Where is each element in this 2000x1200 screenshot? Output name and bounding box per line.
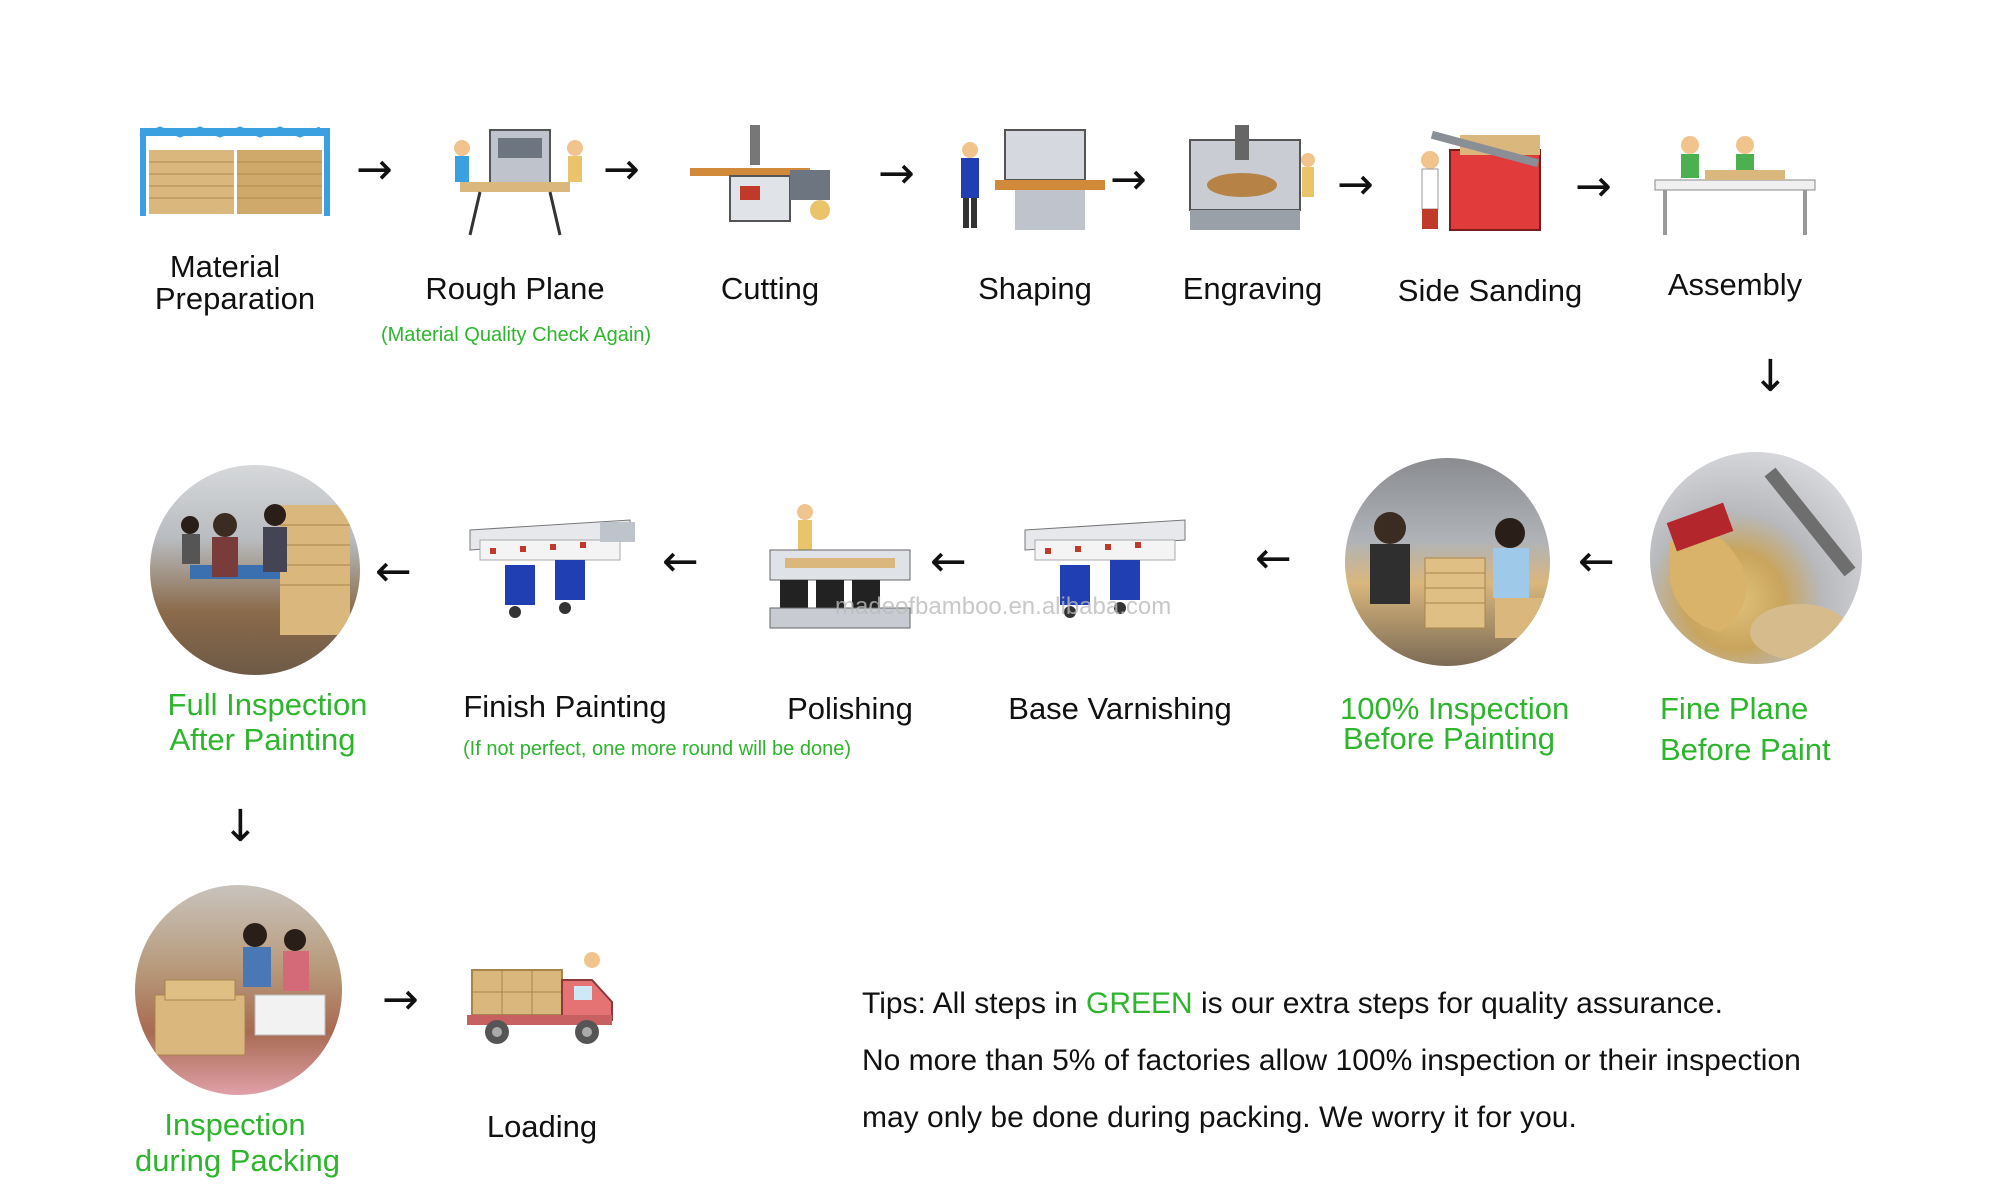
shaping-machine-illustration: [961, 129, 1105, 230]
loading-label: Loading: [486, 1109, 598, 1144]
planer-machine-illustration: [454, 129, 583, 236]
rough-plane-label: Rough Plane: [425, 271, 605, 306]
left-arrow-icon: ←: [662, 536, 699, 587]
polishing-machine-illustration: [769, 504, 911, 629]
inspection-before-label-line1: 100% Inspection: [1340, 691, 1570, 726]
side-sanding-label: Side Sanding: [1397, 273, 1583, 308]
fine-plane-photo: [1650, 452, 1862, 664]
sanding-machine-illustration: [1421, 130, 1541, 231]
full-inspection-photo: [150, 465, 360, 675]
watermark: madeofbamboo.en.alibaba.com: [835, 593, 1172, 620]
right-arrow-icon: →: [878, 148, 915, 199]
base-varnishing-label: Base Varnishing: [1008, 691, 1232, 726]
inspection-workers-icon: [181, 504, 350, 635]
finish-painting-note: (If not perfect, one more round will be …: [463, 738, 851, 760]
fine-plane-label-line1: Fine Plane: [1660, 691, 1809, 726]
saw-machine-illustration: [690, 125, 830, 222]
inspection-packing-label-line2: during Packing: [134, 1143, 341, 1178]
down-arrow-icon: ↓: [1752, 351, 1789, 402]
assembly-table-illustration: [1654, 136, 1816, 235]
right-arrow-icon: →: [382, 974, 419, 1025]
material-label-line1: Material: [169, 249, 281, 284]
left-arrow-icon: ←: [1578, 536, 1615, 587]
finish-painting-label: Finish Painting: [463, 689, 667, 724]
tips-line1: Tips: All steps in GREEN is our extra st…: [862, 975, 1801, 1032]
varnish-line-illustration: [1024, 519, 1186, 618]
tips-part2: is our extra steps for quality assurance…: [1192, 987, 1723, 1020]
tips-note: Tips: All steps in GREEN is our extra st…: [862, 975, 1801, 1146]
fine-plane-label-line2: Before Paint: [1660, 732, 1831, 767]
assembly-label: Assembly: [1667, 267, 1803, 302]
inspection-packing-label-line1: Inspection: [164, 1107, 306, 1142]
right-arrow-icon: →: [1110, 154, 1147, 205]
left-arrow-icon: ←: [930, 536, 967, 587]
down-arrow-icon: ↓: [222, 801, 259, 852]
right-arrow-icon: →: [356, 144, 393, 195]
truck-illustration: [467, 952, 613, 1044]
workers-icon: [1370, 512, 1545, 638]
cnc-machine-illustration: [1189, 125, 1315, 230]
painting-line-illustration: [469, 519, 635, 618]
right-arrow-icon: →: [1337, 159, 1374, 210]
engraving-label: Engraving: [1182, 271, 1323, 306]
left-arrow-icon: ←: [375, 546, 412, 597]
inspection-before-label-line2: Before Painting: [1343, 721, 1555, 756]
shaping-label: Shaping: [978, 271, 1092, 306]
material-label-line2: Preparation: [154, 281, 316, 316]
left-arrow-icon: ←: [1255, 533, 1292, 584]
polishing-label: Polishing: [787, 691, 913, 726]
packing-workers-icon: [154, 923, 326, 1056]
full-inspection-label-line2: After Painting: [169, 722, 356, 757]
tips-part1: Tips: All steps in: [862, 987, 1086, 1020]
hand-icon: [1666, 467, 1856, 660]
right-arrow-icon: →: [603, 144, 640, 195]
cutting-label: Cutting: [720, 271, 820, 306]
packing-inspection-photo: [135, 885, 342, 1095]
bamboo-stack-illustration: [139, 126, 330, 216]
full-inspection-label-line1: Full Inspection: [167, 687, 368, 722]
tips-line3: may only be done during packing. We worr…: [862, 1101, 1577, 1134]
right-arrow-icon: →: [1575, 161, 1612, 212]
inspection-before-photo: [1345, 458, 1550, 666]
tips-line2: No more than 5% of factories allow 100% …: [862, 1044, 1801, 1077]
rough-plane-note: (Material Quality Check Again): [380, 324, 652, 346]
tips-highlight: GREEN: [1085, 987, 1193, 1020]
